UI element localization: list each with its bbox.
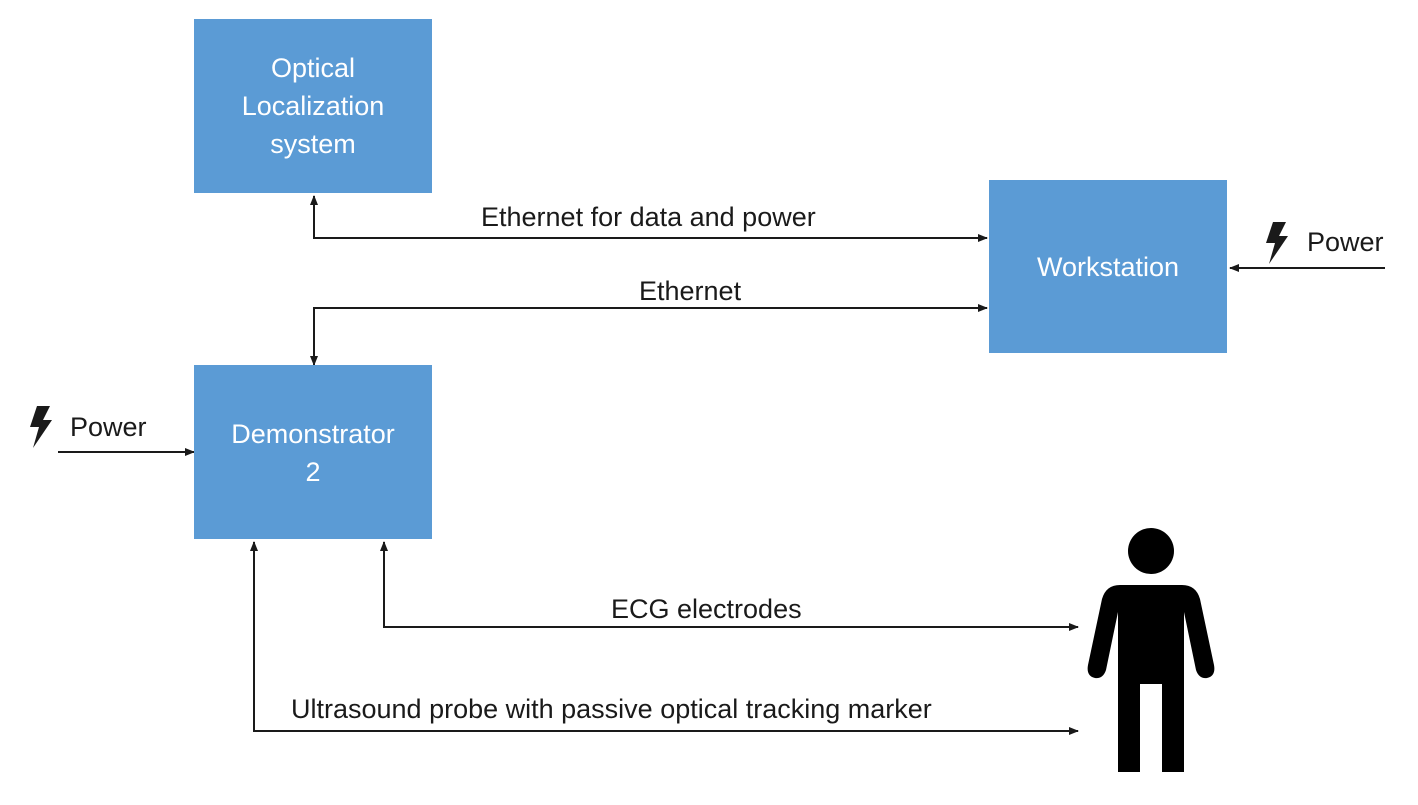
node-label-line: system (270, 129, 356, 159)
power-label-demonstrator: Power (70, 412, 147, 442)
node-optical-localization-system: Optical Localization system (194, 19, 432, 193)
edge-label-ethernet-data-power: Ethernet for data and power (481, 202, 816, 232)
edge-ethernet (310, 304, 988, 366)
node-workstation: Workstation (989, 180, 1227, 353)
node-label-line: Workstation (1036, 251, 1180, 282)
edge-label-ecg-electrodes: ECG electrodes (611, 594, 802, 624)
edge-ethernet-data-power (310, 195, 988, 242)
lightning-bolt-icon (30, 406, 52, 448)
edge-label-ethernet: Ethernet (639, 276, 742, 306)
lightning-bolt-icon (1266, 222, 1288, 264)
node-label-line: Demonstrator (231, 419, 395, 449)
edge-label-ultrasound-probe: Ultrasound probe with passive optical tr… (291, 694, 932, 724)
node-label-line: 2 (305, 457, 321, 487)
edge-ultrasound-probe (250, 541, 1079, 735)
node-demonstrator-2: Demonstrator 2 (194, 365, 432, 539)
power-label-workstation: Power (1307, 227, 1384, 257)
person-icon (1087, 528, 1215, 772)
node-label-line: Optical (270, 53, 356, 83)
node-label-line: Localization (241, 91, 385, 121)
